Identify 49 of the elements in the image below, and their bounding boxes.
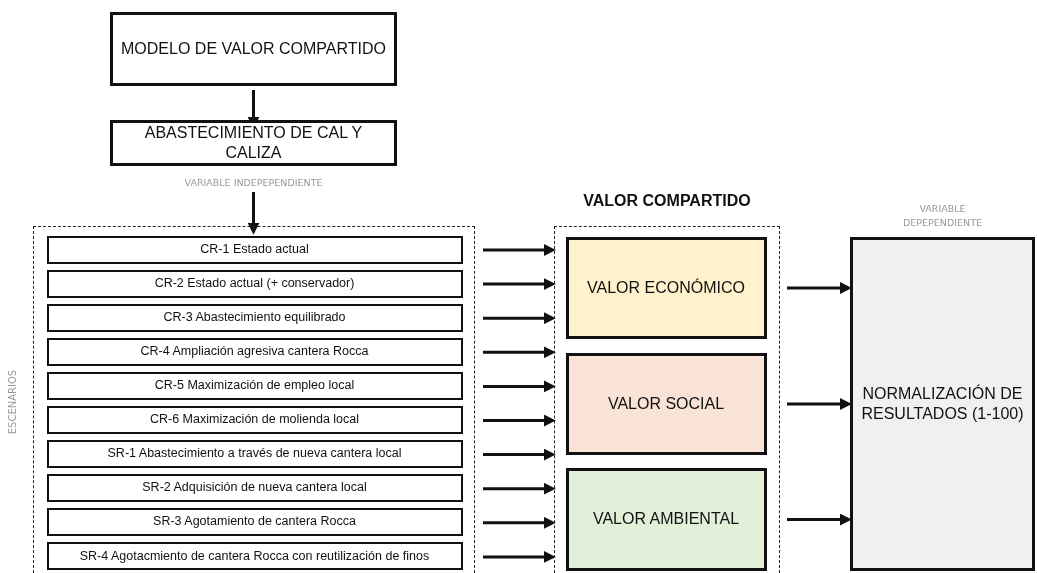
box-label: MODELO DE VALOR COMPARTIDO xyxy=(120,39,387,59)
box-label: CR-4 Ampliación agresiva cantera Rocca xyxy=(139,344,370,360)
arrow xyxy=(483,312,556,325)
box-label: CR-5 Maximización de empleo local xyxy=(153,378,356,394)
arrow xyxy=(483,414,556,427)
variable-caption: VARIABLE INDEPEPENDIENTE xyxy=(183,176,324,190)
arrow xyxy=(787,513,852,526)
arrow xyxy=(483,346,556,359)
process-box xyxy=(565,352,767,455)
process-box xyxy=(565,236,767,339)
process-box xyxy=(46,508,463,537)
process-box xyxy=(46,303,463,332)
group-heading: VALOR COMPARTIDO xyxy=(582,191,752,211)
box-label: CR-6 Maximización de molienda local xyxy=(148,412,361,428)
process-box xyxy=(46,269,463,298)
arrow xyxy=(483,244,556,256)
box-label: VALOR SOCIAL xyxy=(606,393,726,414)
process-box xyxy=(46,474,463,503)
arrow xyxy=(483,278,556,291)
box-label: VALOR ECONÓMICO xyxy=(586,277,746,298)
arrow xyxy=(483,448,556,461)
box-label: CR-3 Abastecimiento equilibrado xyxy=(162,309,347,326)
arrow xyxy=(787,398,852,410)
process-box xyxy=(46,440,463,469)
arrow xyxy=(483,550,556,563)
process-box xyxy=(110,120,397,166)
box-label: SR-1 Abastecimiento a través de nueva cantera local xyxy=(106,446,403,462)
variable-caption: VARIABLE DEPEPENDIENTE xyxy=(902,202,983,231)
process-box xyxy=(565,467,767,571)
arrow xyxy=(483,380,556,393)
process-box xyxy=(46,235,463,264)
box-label: CR-2 Estado actual (+ conservador) xyxy=(153,275,356,292)
arrow xyxy=(483,516,556,529)
box-label: ABASTECIMIENTO DE CAL Y CALIZA xyxy=(143,123,364,163)
process-box xyxy=(46,542,463,571)
arrow xyxy=(787,282,852,294)
process-box xyxy=(110,12,397,86)
box-label: VALOR AMBIENTAL xyxy=(591,509,741,529)
process-box xyxy=(46,406,463,434)
box-label: SR-3 Agotamiento de cantera Rocca xyxy=(152,514,357,531)
process-box xyxy=(46,337,463,366)
process-box xyxy=(850,237,1035,571)
box-label: SR-4 Agotacmiento de cantera Rocca con reutilización de finos xyxy=(78,548,431,565)
process-box xyxy=(46,371,463,400)
box-label: NORMALIZACIÓN DE RESULTADOS (1-100) xyxy=(860,384,1025,424)
box-label: SR-2 Adquisición de nueva cantera local xyxy=(141,480,368,496)
group-heading: ESCENARIOS xyxy=(6,369,19,435)
arrow xyxy=(483,482,556,495)
box-label: CR-1 Estado actual xyxy=(199,241,310,258)
